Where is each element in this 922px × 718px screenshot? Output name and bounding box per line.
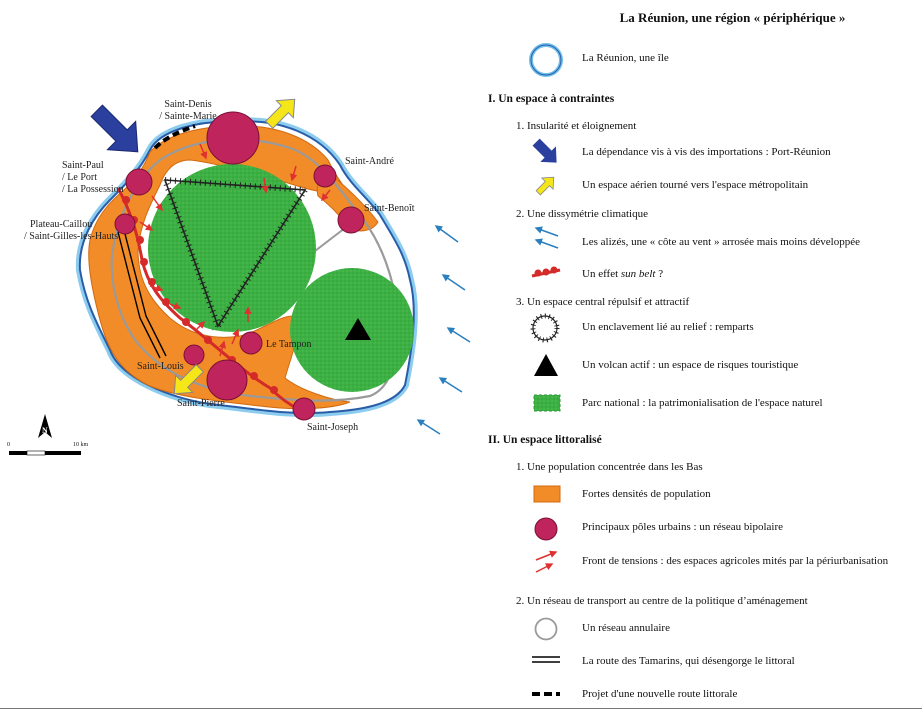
pole-le-tampon	[239, 331, 263, 355]
label-saint-paul-line1: Saint-Paul	[62, 160, 104, 171]
park-icon	[533, 394, 561, 412]
park-cirques	[148, 164, 316, 332]
section1-sub1: 1. Insularité et éloignement	[516, 120, 637, 132]
rampart-icon	[530, 313, 560, 343]
tension-arrows	[139, 143, 331, 357]
legend-new-road: Projet d'une nouvelle route littorale	[582, 688, 738, 700]
scale-bar	[9, 450, 81, 456]
legend-sunbelt: Un effet sun belt ?	[582, 268, 663, 280]
air-arrow-icon	[535, 176, 555, 196]
label-saint-louis: Saint-Louis	[137, 361, 184, 372]
pole-saint-louis	[183, 344, 205, 366]
section1-sub2: 2. Une dissymétrie climatique	[516, 208, 648, 220]
island-symbol	[529, 43, 563, 77]
label-plateau-caillou-line1: Plateau-Caillou	[30, 219, 93, 230]
bottom-rule	[0, 708, 922, 709]
pole-icon	[534, 517, 558, 541]
tamarins-icon	[532, 656, 560, 663]
sun-belt-front	[116, 187, 301, 412]
urban-poles	[114, 111, 365, 421]
trade-wind-arrows	[416, 225, 471, 435]
section2-sub1: 1. Une population concentrée dans les Ba…	[516, 461, 703, 473]
new-road-icon	[532, 692, 560, 696]
pole-saint-paul	[125, 168, 153, 196]
ring-road	[110, 138, 400, 402]
imports-arrow-icon	[532, 138, 557, 163]
section1-heading: I. Un espace à contraintes	[488, 93, 615, 105]
label-saint-benoit: Saint-Benoît	[364, 203, 415, 214]
pole-saint-joseph	[292, 397, 316, 421]
section2-heading: II. Un espace littoralisé	[488, 434, 602, 446]
air-arrow-south	[173, 364, 204, 395]
section1-sub3: 3. Un espace central répulsif et attract…	[516, 296, 690, 308]
imports-arrow	[90, 104, 139, 153]
label-plateau-caillou-line2: / Saint-Gilles-les-Hauts	[24, 231, 119, 242]
legend-poles: Principaux pôles urbains : un réseau bip…	[582, 521, 784, 533]
pole-saint-benoit	[337, 206, 365, 234]
map-title: La Réunion, une région « périphérique »	[619, 10, 846, 25]
label-saint-andre: Saint-André	[345, 156, 394, 167]
legend-ring: Un réseau annulaire	[582, 622, 670, 634]
volcano-legend-icon	[534, 354, 558, 376]
section2-sub2: 2. Un réseau de transport au centre de l…	[516, 595, 808, 607]
label-saint-paul-line2: / Le Port	[62, 172, 97, 183]
legend-front: Front de tensions : des espaces agricole…	[582, 555, 889, 567]
legend-winds: Les alizés, une « côte au vent » arrosée…	[582, 236, 860, 248]
north-label: N	[42, 426, 48, 435]
label-saint-joseph: Saint-Joseph	[307, 422, 359, 433]
trade-wind-icon	[534, 226, 559, 249]
legend-island: La Réunion, une île	[582, 52, 669, 64]
label-saint-denis: Saint-Denis / Sainte-Marie	[158, 99, 218, 123]
scale-end: 10 km	[73, 442, 89, 448]
pole-saint-denis	[206, 111, 260, 165]
ramparts-triangle	[162, 177, 308, 328]
front-icon	[535, 550, 558, 573]
new-coastal-road	[153, 124, 196, 150]
label-saint-pierre: Saint-Pierre	[177, 398, 225, 409]
label-saint-paul-line3: / La Possession	[62, 184, 124, 195]
north-arrow	[38, 414, 52, 438]
legend-volcano: Un volcan actif : un espace de risques t…	[582, 359, 799, 371]
label-saint-paul: Saint-Paul / Le Port / La Possession	[62, 160, 124, 196]
pole-plateau-caillou	[114, 213, 136, 235]
label-saint-denis-line2: / Sainte-Marie	[159, 111, 217, 122]
scale-start: 0	[7, 442, 10, 448]
pole-saint-pierre	[206, 359, 248, 401]
legend-park: Parc national : la patrimonialisation de…	[582, 397, 823, 409]
label-plateau-caillou: Plateau-Caillou / Saint-Gilles-les-Hauts	[24, 219, 118, 243]
legend-density: Fortes densités de population	[582, 488, 711, 500]
sun-belt-icon	[531, 266, 561, 278]
pole-saint-andre	[313, 164, 337, 188]
legend-ramparts: Un enclavement lié au relief : remparts	[582, 321, 754, 333]
ring-icon	[534, 617, 558, 641]
tamarins-road	[117, 229, 167, 359]
legend-imports: La dépendance vis à vis des importations…	[582, 146, 831, 158]
label-le-tampon: Le Tampon	[266, 339, 312, 350]
legend-sunbelt-em: sun belt	[620, 268, 656, 280]
legend-sunbelt-prefix: Un effet	[582, 268, 621, 280]
legend-tamarins: La route des Tamarins, qui désengorge le…	[582, 655, 795, 667]
legend-air: Un espace aérien tourné vers l'espace mé…	[582, 179, 809, 191]
volcano-icon	[345, 318, 371, 340]
air-arrow-north	[265, 98, 296, 129]
legend-sunbelt-suffix: ?	[655, 268, 664, 280]
label-saint-denis-line1: Saint-Denis	[164, 99, 212, 110]
density-icon	[533, 485, 561, 503]
